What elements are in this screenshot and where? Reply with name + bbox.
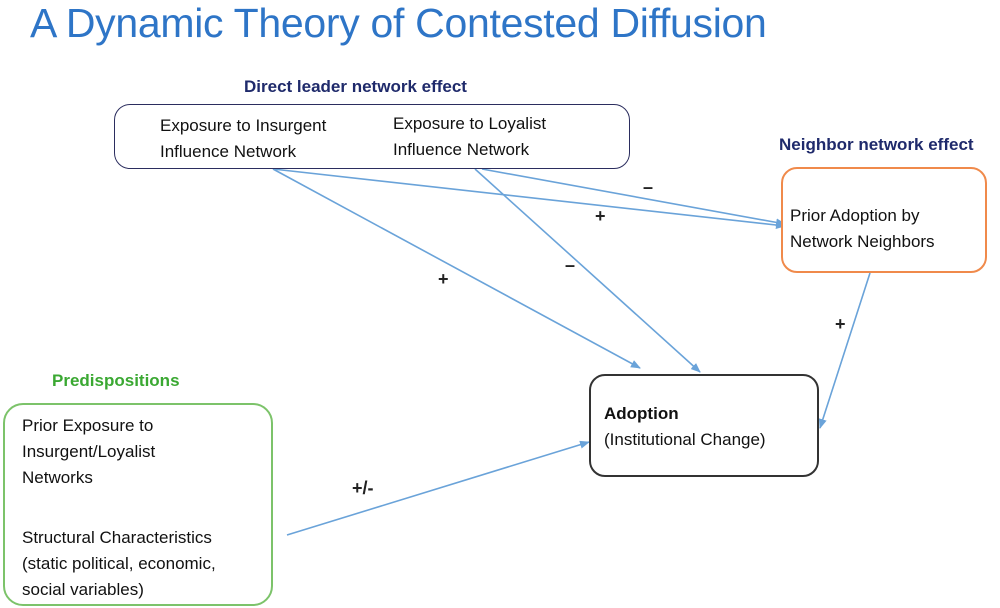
- predisp-text-group-2: Structural Characteristics (static polit…: [22, 525, 216, 603]
- neighbor-line1: Prior Adoption by: [790, 206, 920, 225]
- loyalist-exposure-text: Exposure to Loyalist Influence Network: [393, 111, 546, 163]
- arrow-insurgent-to-adoption: [272, 168, 641, 369]
- adoption-line2: (Institutional Change): [604, 430, 766, 449]
- sign-neighbor-to-adoption: +: [835, 314, 846, 334]
- loyalist-exposure-line1: Exposure to Loyalist: [393, 114, 547, 133]
- neighbor-box: [781, 167, 987, 273]
- label-direct-leader-network-effect: Direct leader network effect: [244, 77, 467, 96]
- predisp-line1: Prior Exposure to: [22, 416, 154, 435]
- arrow-loyalist-to-adoption: [474, 168, 701, 373]
- sign-insurgent-to-adoption: +: [438, 269, 449, 289]
- adoption-box: [589, 374, 819, 477]
- insurgent-exposure-text: Exposure to Insurgent Influence Network: [160, 113, 326, 165]
- arrow-predisp-to-adoption: [286, 440, 590, 536]
- label-neighbor-network-effect: Neighbor network effect: [779, 135, 974, 154]
- neighbor-line2: Network Neighbors: [790, 232, 935, 251]
- arrow-neighbor-to-adoption: [818, 272, 871, 429]
- sign-loyalist-to-adoption: –: [565, 255, 576, 275]
- adoption-line1: Adoption: [604, 404, 679, 423]
- predisp-line3: Networks: [22, 468, 93, 487]
- predisp-text-group-1: Prior Exposure to Insurgent/Loyalist Net…: [22, 413, 155, 491]
- label-predispositions: Predispositions: [52, 371, 180, 390]
- sign-loyalist-to-neighbor: –: [643, 177, 654, 197]
- insurgent-exposure-line2: Influence Network: [160, 142, 297, 161]
- adoption-text: Adoption (Institutional Change): [604, 401, 766, 453]
- sign-predisp-to-adoption: +/-: [352, 478, 374, 498]
- neighbor-text: Prior Adoption by Network Neighbors: [790, 203, 935, 255]
- arrow-loyalist-to-neighbor: [481, 168, 786, 227]
- predisp-line6: social variables): [22, 580, 144, 599]
- predisp-line5: (static political, economic,: [22, 554, 216, 573]
- loyalist-exposure-line2: Influence Network: [393, 140, 530, 159]
- arrow-insurgent-to-neighbor: [272, 168, 786, 229]
- sign-insurgent-to-neighbor: +: [595, 206, 606, 226]
- insurgent-exposure-line1: Exposure to Insurgent: [160, 116, 327, 135]
- predisp-line4: Structural Characteristics: [22, 528, 212, 547]
- predisp-line2: Insurgent/Loyalist: [22, 442, 156, 461]
- diagram-title: A Dynamic Theory of Contested Diffusion: [30, 0, 767, 46]
- predispositions-box: [3, 403, 273, 606]
- exposure-box: [114, 104, 630, 169]
